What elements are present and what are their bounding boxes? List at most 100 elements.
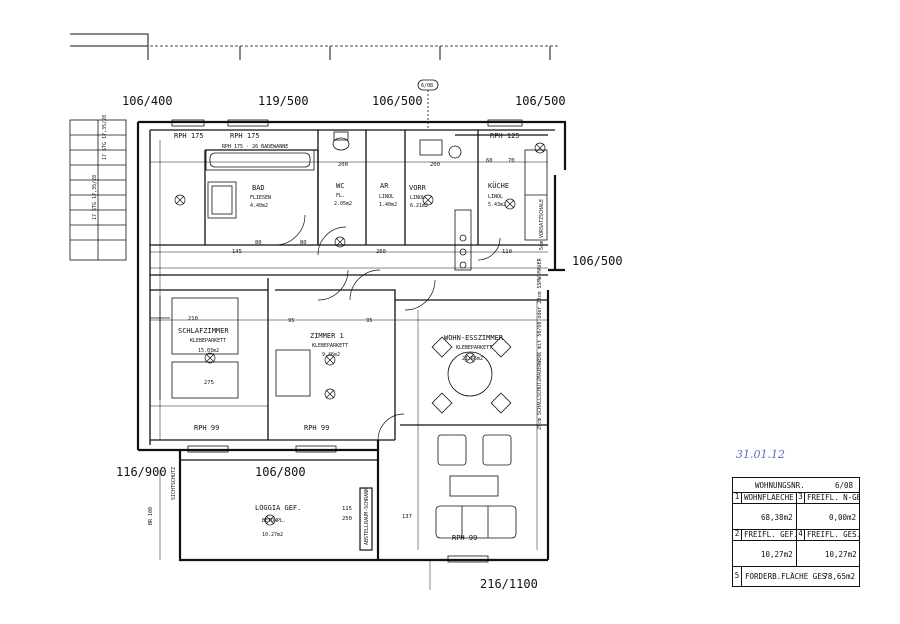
summary-r1-label: WOHNFLAECHE: [744, 493, 794, 502]
building-outline: [70, 33, 560, 60]
loggia-dim-note: BR 100: [148, 507, 154, 525]
window-label-6: RPH 99: [452, 534, 477, 542]
section-marker-label: 6/08: [421, 83, 433, 89]
summary-title-value: 6/08: [834, 481, 853, 490]
summary-title-label: WOHNUNGSNR.: [755, 481, 805, 490]
room-kueche-area: 5.43m2: [488, 202, 506, 208]
grid-label-right: 106/500: [572, 254, 623, 268]
room-wohness-name: WOHN-ESSZIMMER: [444, 334, 504, 342]
right-wall-note-2: 25cm SCHALLSCHUTZMAUERWERK mit 50/60 ode…: [537, 257, 543, 430]
room-schlafzimmer-name: SCHLAFZIMMER: [178, 327, 229, 335]
stair-note-2: 17 STG 17,35/28: [102, 115, 108, 160]
room-loggia-area: 10.27m2: [262, 532, 283, 538]
room-schlafzimmer-finish: KLEBEPARKETT: [190, 338, 226, 344]
room-schlafzimmer-area: 15.03m2: [198, 348, 219, 354]
summary-r3-num: 3: [796, 492, 805, 503]
dim-250: 250: [342, 516, 352, 522]
door-swings: [274, 214, 501, 441]
bath-note: RPH 175 · 26 BADEWANNE: [222, 144, 288, 150]
room-wc-area: 2.05m2: [334, 201, 352, 207]
room-ar-area: 1.40m2: [379, 202, 397, 208]
room-vorr-area: 6.21m2: [410, 203, 428, 209]
room-bad-finish: FLIESEN: [250, 195, 271, 201]
summary-r3-value: 0,00m2: [829, 513, 857, 522]
window-label-5: RPH 99: [304, 424, 329, 432]
stair-note-1: 17 STG 17,35/28: [92, 175, 98, 220]
room-wc-name: WC: [336, 182, 344, 190]
room-bad-name: BAD: [252, 184, 265, 192]
room-zimmer1-finish: KLEBEPARKETT: [312, 343, 348, 349]
grid-label-top-3: 106/500: [372, 94, 423, 108]
summary-r5-num: 5: [733, 566, 742, 586]
section-marker: [417, 79, 439, 130]
summary-r2-label: FREIFL. GEF.: [744, 530, 796, 539]
room-kueche-finish: LINOL: [488, 194, 503, 200]
dim-80a: 80: [255, 240, 262, 246]
summary-r5-label: FÖRDERB.FLÄCHE GES: [745, 572, 827, 581]
dim-70: 70: [508, 158, 515, 164]
room-bad-area: 4.40m2: [250, 203, 268, 209]
loggia-outline: [180, 459, 378, 551]
dim-275: 275: [204, 380, 214, 386]
summary-r4-label: FREIFL. GES.: [807, 530, 860, 539]
summary-row-5: 5 FÖRDERB.FLÄCHE GES 78,65m2: [733, 566, 859, 586]
loggia-wall-note: ABSTELLRAUM-SCHRANK: [364, 488, 370, 545]
summary-r1-num: 1: [733, 492, 742, 503]
bedroom-furniture: [150, 296, 311, 400]
grid-label-bottom-left: 116/900: [116, 465, 167, 479]
summary-title-row: WOHNUNGSNR. 6/08: [733, 478, 859, 493]
room-zimmer1-area: 9.46m2: [322, 352, 340, 358]
inner-walls: [149, 129, 555, 445]
room-zimmer1-name: ZIMMER 1: [310, 332, 344, 340]
room-ar-finish: LINOL: [379, 194, 394, 200]
summary-r4-num: 4: [796, 529, 805, 540]
dim-200a: 200: [338, 162, 348, 168]
dim-260: 260: [376, 249, 386, 255]
room-ar-name: AR: [380, 182, 389, 190]
room-kueche-name: KÜCHE: [488, 181, 509, 190]
room-wohness-finish: KLEBEPARKETT: [456, 345, 492, 351]
handwritten-date: 31.01.12: [736, 448, 785, 461]
window-label-1: RPH 175: [174, 132, 204, 140]
grid-label-bottom-right: 216/1100: [480, 577, 538, 591]
summary-r1-value: 68,38m2: [761, 513, 793, 522]
grid-label-bottom-mid: 106/800: [255, 465, 306, 479]
dim-137: 137: [402, 514, 412, 520]
dimension-lines: [150, 140, 548, 590]
dim-80b: 80: [300, 240, 307, 246]
dim-145: 145: [232, 249, 242, 255]
dim-110: 110: [502, 249, 512, 255]
summary-divider: [796, 540, 797, 566]
window-marks: [171, 119, 523, 563]
dim-115: 115: [342, 506, 352, 512]
room-loggia-finish: BETONPL.: [262, 518, 286, 524]
right-wall-note: 5cm VORSATZSCHALE: [539, 199, 545, 250]
bath-fixtures: [205, 131, 462, 219]
dim-95a: 95: [288, 318, 295, 324]
summary-r3-label: FREIFL. N-GEF: [807, 493, 860, 502]
kitchen-counter: [454, 149, 548, 271]
summary-r5-value: 78,65m2: [823, 572, 855, 581]
dim-210: 210: [188, 316, 198, 322]
room-loggia-name: LOGGIA GEF.: [255, 504, 301, 512]
room-vorr-finish: LINOL: [410, 195, 425, 201]
summary-row-1-value: 68,38m2 0,00m2: [733, 503, 859, 530]
summary-r2-value: 10,27m2: [761, 550, 793, 559]
loggia-side-note: SICHTSCHUTZ: [171, 467, 177, 500]
dim-95b: 95: [366, 318, 373, 324]
apartment-summary-table: WOHNUNGSNR. 6/08 1 WOHNFLAECHE 3 FREIFL.…: [732, 477, 860, 587]
staircase: [69, 119, 127, 261]
living-furniture: [431, 336, 517, 539]
grid-label-top-2: 119/500: [258, 94, 309, 108]
fixture-symbols: [174, 142, 546, 526]
window-label-3: RPH 125: [490, 132, 520, 140]
grid-label-top-4: 106/500: [515, 94, 566, 108]
window-label-2: RPH 175: [230, 132, 260, 140]
room-wc-finish: FL.: [336, 193, 345, 199]
summary-r2-num: 2: [733, 529, 742, 540]
summary-divider: [796, 503, 797, 529]
summary-r4-value: 10,27m2: [825, 550, 857, 559]
dim-60: 60: [486, 158, 493, 164]
grid-label-top-1: 106/400: [122, 94, 173, 108]
